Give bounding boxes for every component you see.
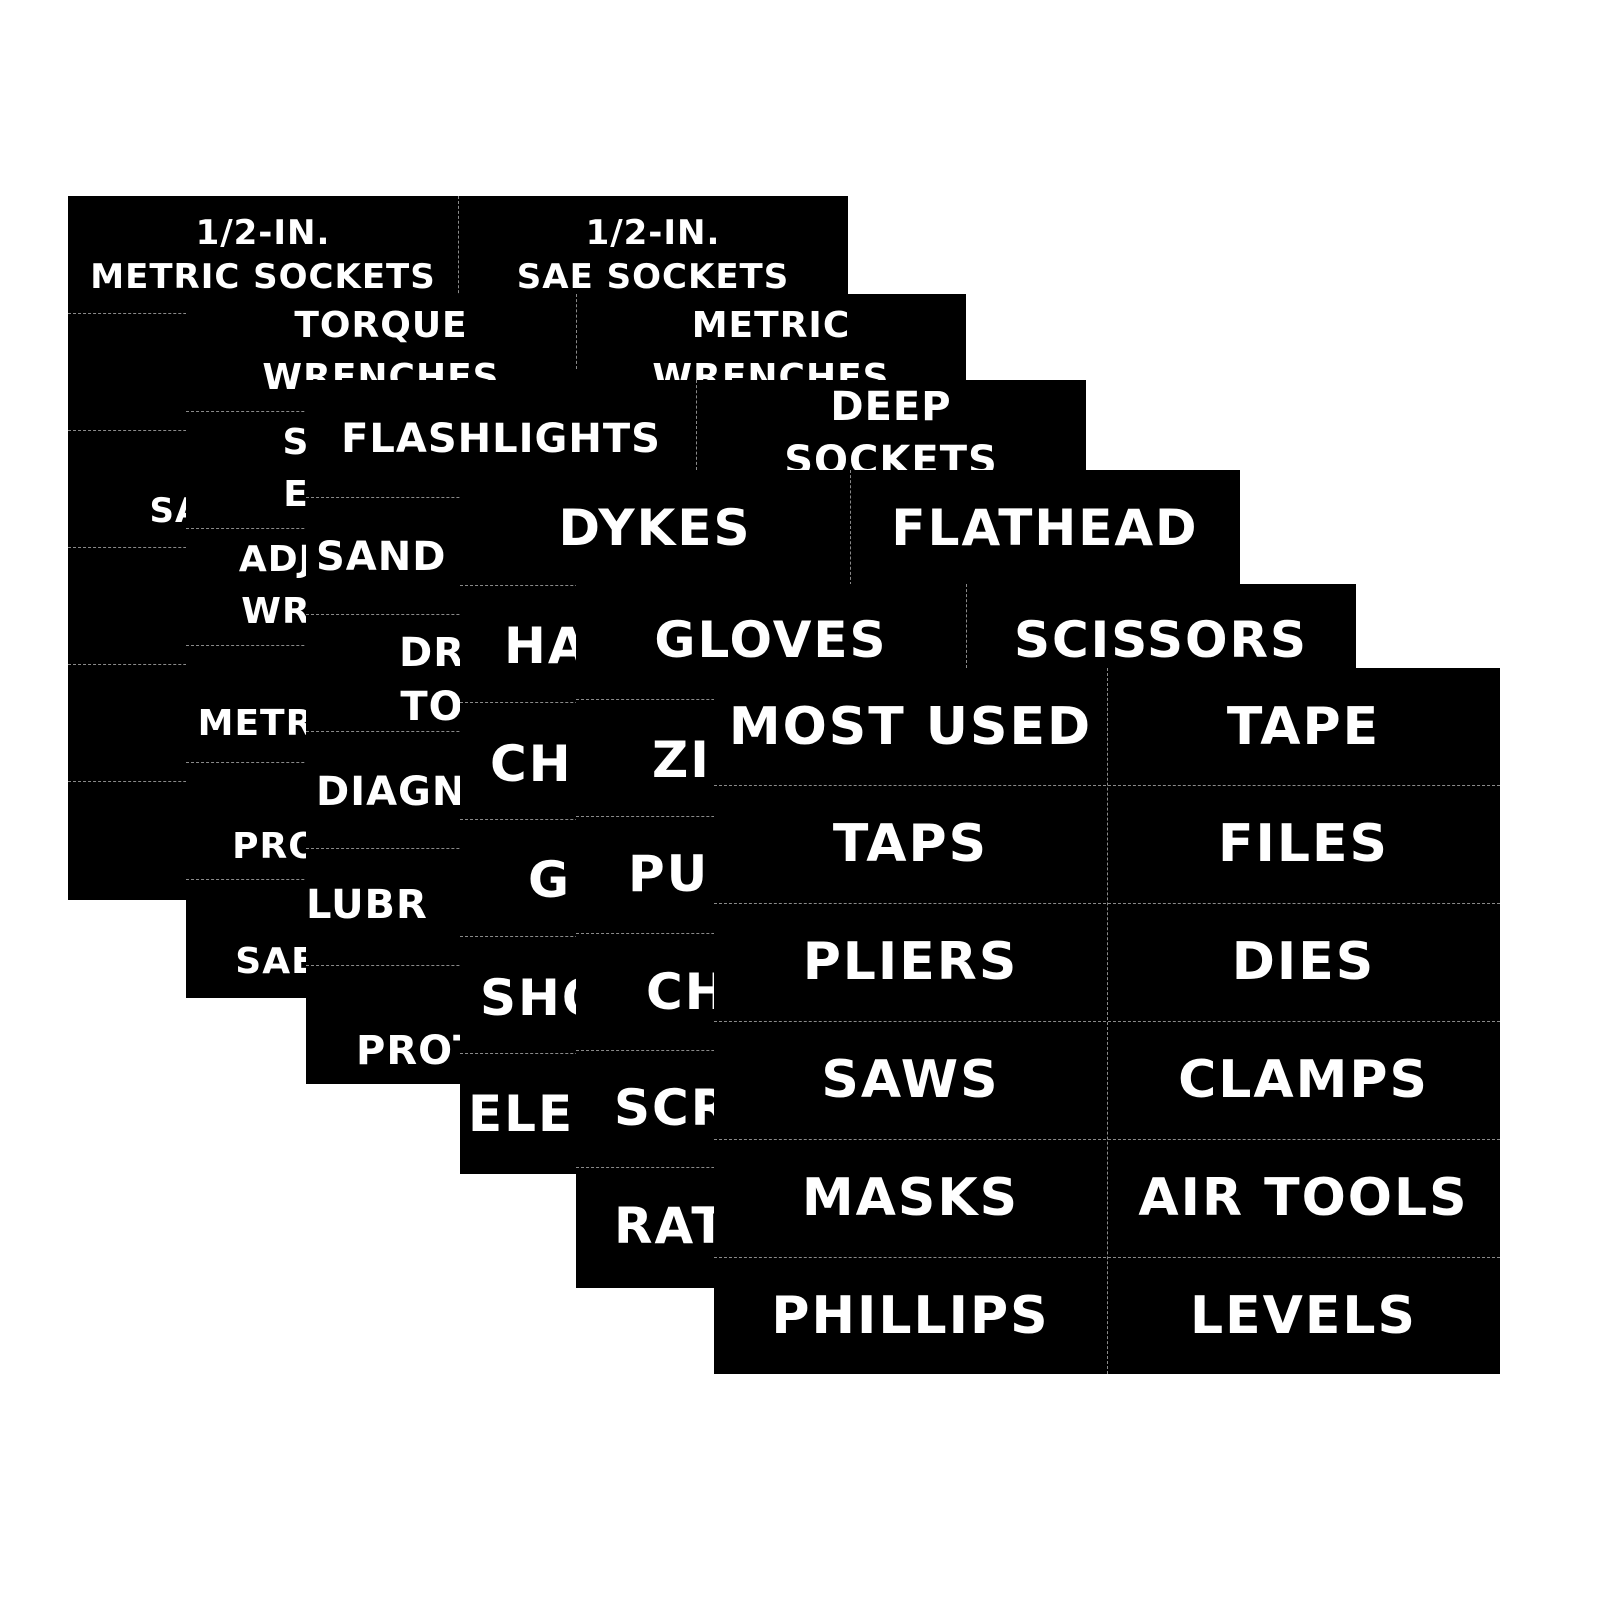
label-cell: 1/2-IN. SAE SOCKETS xyxy=(516,212,790,297)
label-cell: LUBR xyxy=(306,882,428,928)
label-taps: TAPS xyxy=(832,814,989,874)
label-cell: ADJ WR xyxy=(238,539,314,632)
label-clamps: CLAMPS xyxy=(1178,1050,1429,1110)
label-cell: PROT xyxy=(356,1028,482,1074)
label-pliers: PLIERS xyxy=(802,932,1019,992)
label-cell: METR xyxy=(197,703,315,744)
label-cell: SCR xyxy=(614,1078,732,1137)
label-cell: SCISSORS xyxy=(1013,611,1309,669)
label-tape: TAPE xyxy=(1226,696,1381,757)
label-cell: ZI xyxy=(652,730,711,789)
label-cell: DEEP SOCKETS xyxy=(784,384,998,484)
label-masks: MASKS xyxy=(801,1168,1020,1228)
label-dies: DIES xyxy=(1231,932,1376,992)
label-cell: PRO xyxy=(232,826,320,867)
label-cell: DR TO xyxy=(399,630,466,730)
label-cell: CH xyxy=(646,962,729,1021)
label-most-used: MOST USED xyxy=(728,696,1093,757)
label-saws: SAWS xyxy=(821,1050,1000,1110)
label-levels: LEVELS xyxy=(1189,1285,1417,1346)
label-cell: GLOVES xyxy=(654,611,888,669)
label-files: FILES xyxy=(1218,814,1389,874)
label-cell: SAE xyxy=(235,941,317,982)
label-cell: DIAGN xyxy=(316,769,467,815)
label-sheet-6: MOST USED TAPE TAPS FILES PLIERS DIES SA… xyxy=(714,668,1500,1374)
label-cell: SAND xyxy=(316,534,447,580)
label-cell: ELE xyxy=(468,1084,575,1143)
label-phillips: PHILLIPS xyxy=(771,1285,1050,1346)
label-cell: S E xyxy=(282,422,310,515)
label-cell: CH xyxy=(490,734,573,793)
label-cell: RAT xyxy=(614,1196,728,1255)
label-cell: G xyxy=(528,850,572,909)
label-air-tools: AIR TOOLS xyxy=(1138,1168,1469,1228)
label-cell: HA xyxy=(504,616,589,675)
label-cell: 1/2-IN. METRIC SOCKETS xyxy=(90,212,436,297)
label-cell: SHO xyxy=(480,968,607,1027)
label-cell: FLASHLIGHTS xyxy=(341,416,661,462)
label-cell: DYKES xyxy=(558,498,752,557)
label-cell: PU xyxy=(628,844,710,903)
label-cell: FLATHEAD xyxy=(891,498,1199,557)
